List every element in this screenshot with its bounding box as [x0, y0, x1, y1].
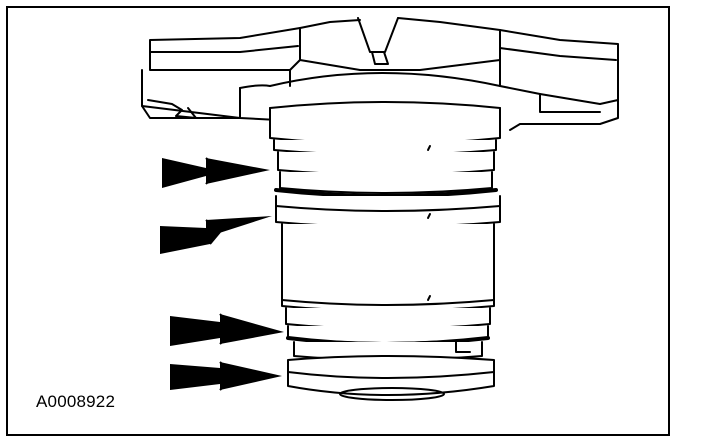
arrow-upper-band [160, 216, 272, 254]
housing-mount [141, 17, 619, 131]
cylinder-body [269, 101, 501, 401]
figure-reference-code: A0008922 [36, 392, 116, 411]
